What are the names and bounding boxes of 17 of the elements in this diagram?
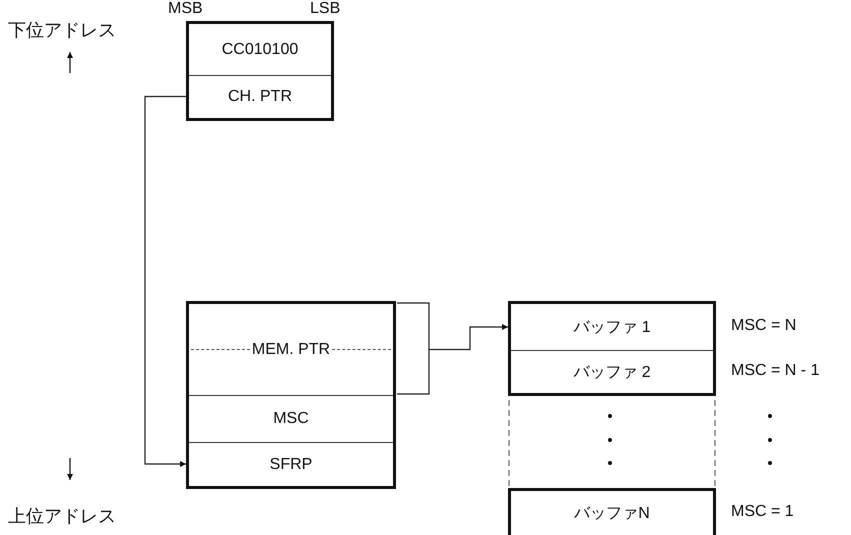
bit-order-label: MSB (168, 0, 203, 18)
field-label: CH. PTR (228, 88, 292, 106)
field-label: MEM. PTR (252, 340, 330, 358)
buffer-label: バッファ 2 (573, 362, 651, 382)
buffer-label: バッファ 1 (573, 318, 651, 338)
msc-value-label: MSC = 1 (731, 503, 794, 521)
address-direction-label: 下位アドレス (8, 19, 116, 42)
connector-arrow (144, 96, 186, 467)
connector-arrow (396, 302, 509, 395)
field-label: SFRP (270, 456, 312, 474)
buffer-label: バッファN (574, 504, 650, 524)
field-label: MSC (273, 410, 309, 428)
msc-value-label: MSC = N (731, 317, 796, 335)
field-label: CC010100 (222, 40, 298, 58)
bit-order-label: LSB (310, 0, 340, 18)
address-direction-label: 上位アドレス (8, 505, 116, 528)
msc-value-label: MSC = N - 1 (731, 362, 820, 380)
